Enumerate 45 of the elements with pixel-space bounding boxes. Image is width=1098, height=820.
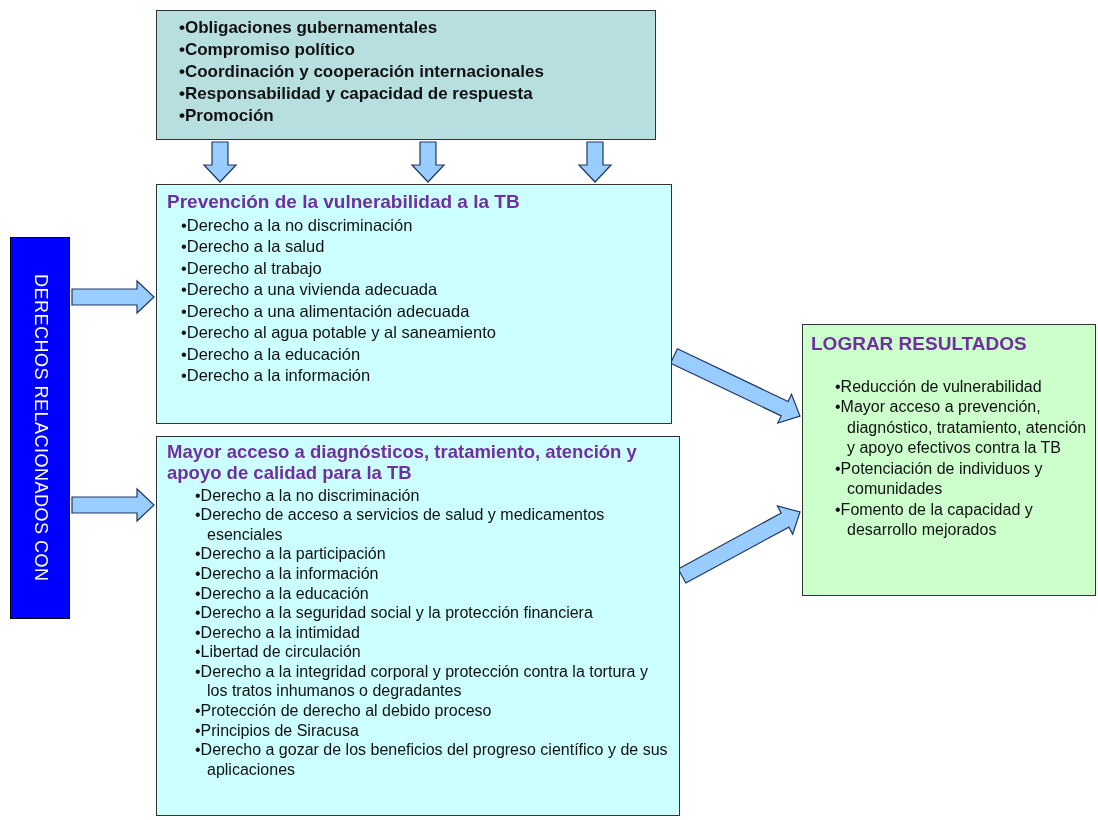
bullet-item: •Derecho a la participación [195, 544, 387, 564]
bullet-item: •Promoción [179, 105, 275, 127]
block-arrow [71, 487, 155, 523]
bullet-item: •Derecho a la no discriminación [195, 485, 421, 506]
box-heading: Mayor acceso a diagnósticos, tratamiento, atención y apoyo de calidad para la TB [167, 441, 638, 484]
block-arrow [677, 505, 801, 584]
bullet-item: •Derecho a la intimidad [195, 622, 361, 643]
bullet-item: •Derecho a una vivienda adecuada [181, 279, 439, 301]
vertical-label-box [10, 237, 70, 619]
bullet-item: •Compromiso político [179, 39, 356, 61]
block-arrow [71, 279, 155, 315]
text-box [156, 10, 656, 140]
vertical-label: DERECHOS RELACIONADOS CON [29, 274, 51, 582]
bullet-item: •Derecho a la no discriminación [181, 214, 414, 236]
bullet-item: •Libertad de circulación [195, 642, 362, 662]
bullet-item: •Derecho a una alimentación adecuada [181, 300, 471, 322]
bullet-item: •Protección de derecho al debido proceso [195, 701, 493, 721]
block-arrow [669, 348, 801, 425]
text-box [156, 184, 672, 424]
bullet-item: •Principios de Siracusa [195, 720, 360, 741]
bullet-item: •Mayor acceso a prevención, diagnóstico, tratamiento, atención y apoyo efectivos contra la TB [835, 397, 1087, 459]
block-arrow [410, 141, 446, 183]
text-box [156, 436, 680, 816]
bullet-item: •Derecho a la integridad corporal y protección contra la tortura y los tratos inhumanos o degradantes [195, 661, 649, 702]
bullet-item: •Derecho a la seguridad social y la protección financiera [195, 603, 594, 623]
bullet-item: •Derecho al trabajo [181, 257, 323, 279]
bullet-item: •Derecho a la salud [181, 236, 326, 258]
bullet-item: •Potenciación de individuos y comunidades [835, 458, 1044, 500]
bullet-item: •Reducción de vulnerabilidad [835, 376, 1043, 397]
bullet-item: •Coordinación y cooperación internacionales [179, 61, 545, 83]
box-heading: LOGRAR RESULTADOS [811, 333, 1028, 355]
bullet-item: •Responsabilidad y capacidad de respuesta [179, 83, 534, 105]
bullet-item: •Derecho a la educación [195, 583, 370, 604]
bullet-item: •Derecho a la información [195, 563, 380, 584]
text-box [802, 324, 1096, 596]
bullet-item: •Derecho a la educación [181, 343, 362, 365]
bullet-item: •Derecho de acceso a servicios de salud y medicamentos esenciales [195, 505, 606, 545]
block-arrow [577, 141, 613, 183]
bullet-item: •Derecho a la información [181, 365, 372, 387]
bullet-item: •Obligaciones gubernamentales [179, 17, 439, 39]
block-arrow [202, 141, 238, 183]
bullet-item: •Fomento de la capacidad y desarrollo mejorados [835, 499, 1034, 541]
bullet-item: •Derecho al agua potable y al saneamiento [181, 322, 497, 344]
bullet-item: •Derecho a gozar de los beneficios del progreso científico y de sus aplicaciones [195, 740, 669, 780]
box-heading: Prevención de la vulnerabilidad a la TB [167, 191, 521, 213]
